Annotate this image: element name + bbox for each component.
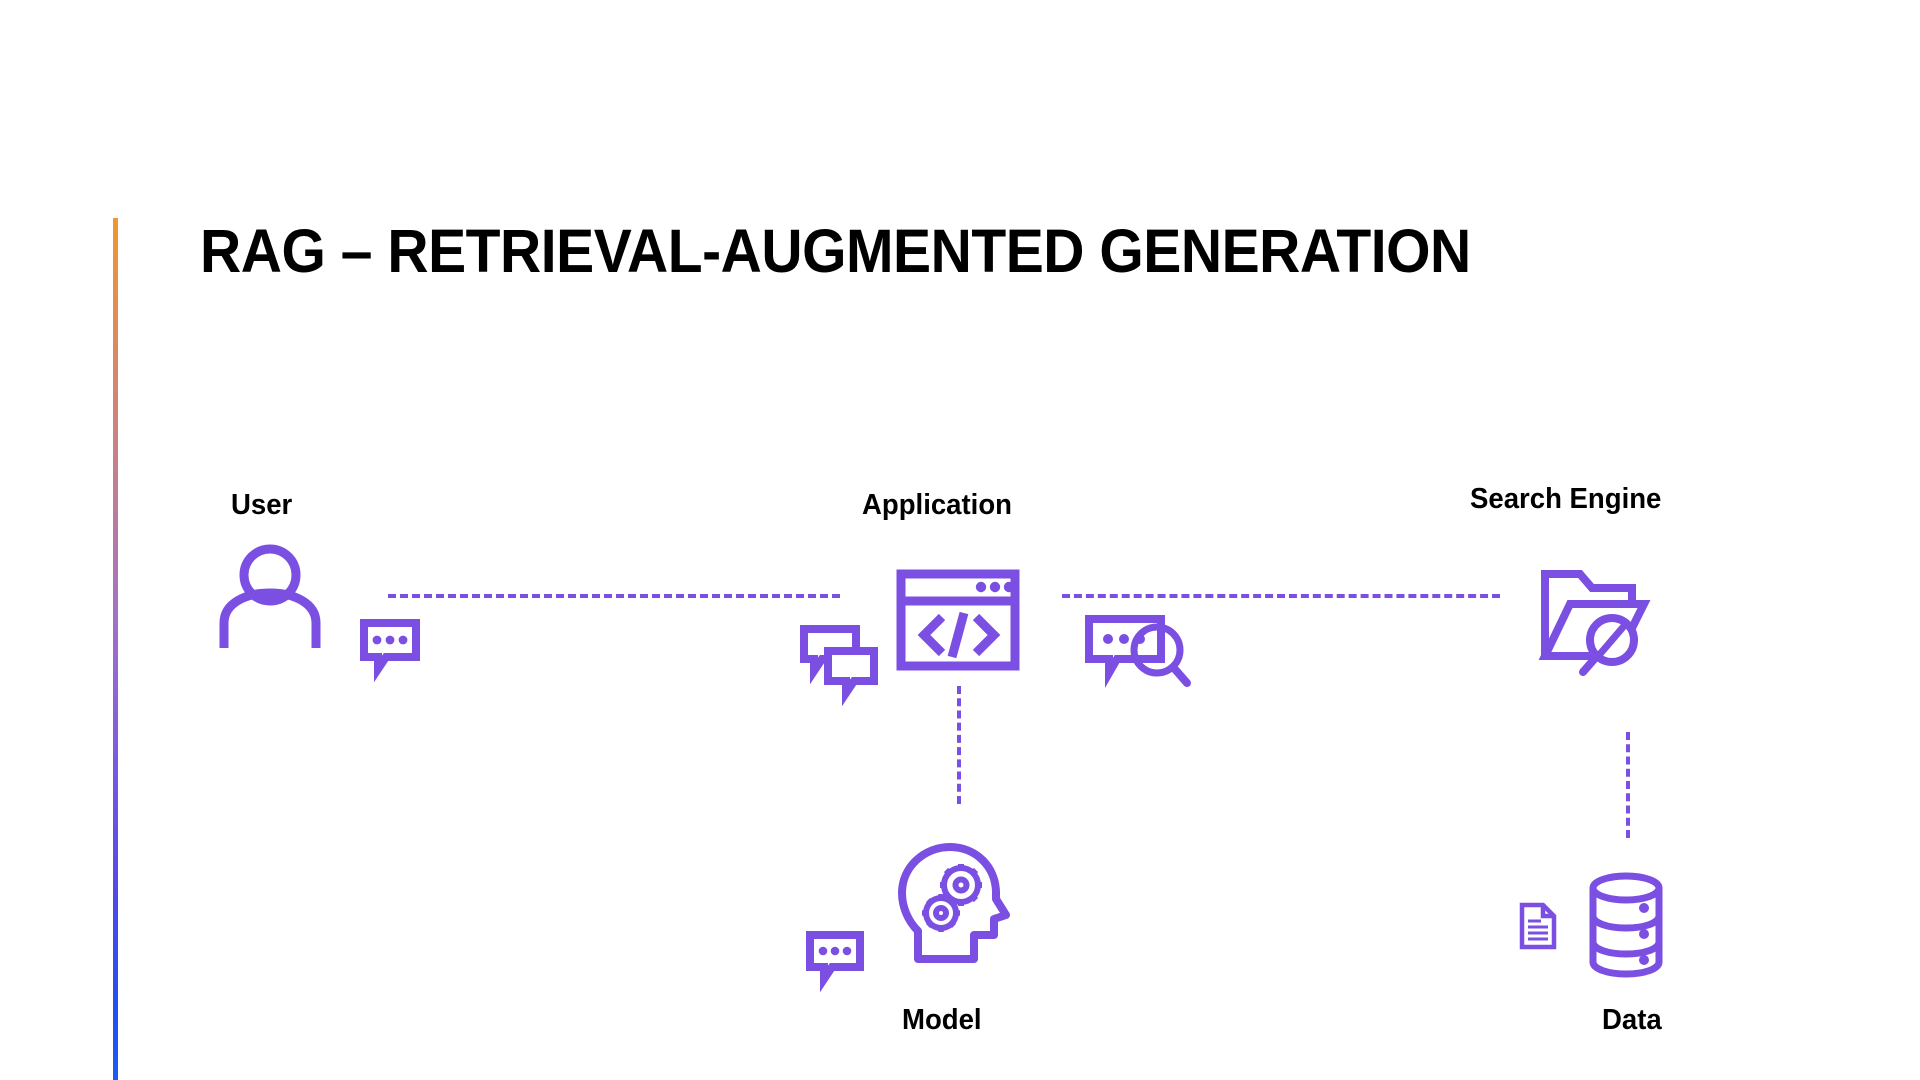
node-label-model: Model bbox=[902, 1004, 982, 1036]
node-label-search-engine: Search Engine bbox=[1470, 483, 1662, 515]
user-person-icon bbox=[218, 544, 322, 650]
head-gears-icon bbox=[898, 843, 1010, 963]
page-title: RAG – RETRIEVAL-AUGMENTED GENERATION bbox=[200, 217, 1471, 285]
folder-search-icon bbox=[1538, 568, 1652, 676]
node-label-user: User bbox=[231, 489, 293, 521]
document-lines-icon bbox=[1519, 902, 1557, 950]
speech-bubble-dots-icon-user bbox=[360, 619, 420, 683]
gradient-accent-bar bbox=[113, 218, 118, 1080]
speech-bubble-magnifier-icon bbox=[1085, 615, 1193, 693]
database-cylinder-icon bbox=[1588, 872, 1664, 978]
connector-application-to-search-engine bbox=[1062, 594, 1500, 598]
speech-bubble-dots-icon-model bbox=[806, 931, 864, 993]
connector-search-engine-to-data bbox=[1626, 732, 1630, 838]
node-label-application: Application bbox=[862, 489, 1012, 521]
node-label-data: Data bbox=[1602, 1004, 1662, 1036]
connector-application-to-model bbox=[957, 686, 961, 804]
double-speech-bubble-icon bbox=[800, 625, 878, 707]
connector-user-to-application bbox=[388, 594, 840, 598]
browser-code-window-icon bbox=[896, 569, 1020, 671]
